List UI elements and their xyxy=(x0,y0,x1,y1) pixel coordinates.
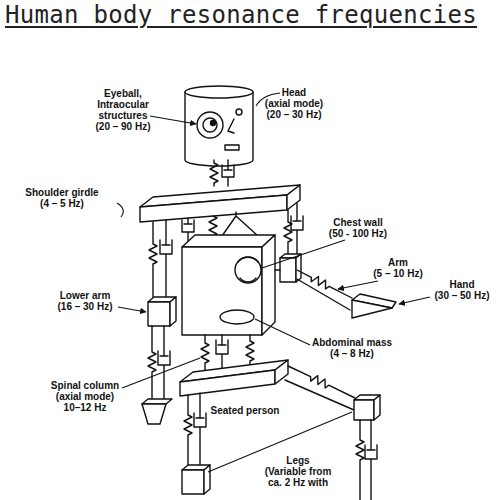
shoulder-side xyxy=(287,185,300,210)
abdominal-mass xyxy=(220,310,254,324)
chest-front xyxy=(182,247,262,335)
part-label: Abdominal mass xyxy=(282,337,422,348)
pelvis-front xyxy=(180,370,275,396)
frequency-label: 10–12 Hz xyxy=(15,402,155,413)
lumbar-spring xyxy=(201,335,209,372)
part-label: Chest wall xyxy=(288,217,428,228)
frequency-label: (Variable from ca. 2 Hz with xyxy=(261,466,336,488)
frequency-label: (30 – 50 Hz) xyxy=(392,290,500,301)
shoulder-bracket xyxy=(117,203,123,217)
part-label: Shoulder girdle xyxy=(0,187,132,198)
eyeball-leader xyxy=(150,116,196,124)
left-hand-front xyxy=(142,404,166,424)
abdomen-spring xyxy=(246,335,254,368)
frequency-label: (4 – 5 Hz) xyxy=(0,198,132,209)
abdominal-leader xyxy=(255,319,310,345)
frequency-label: (20 – 30 Hz) xyxy=(224,109,364,120)
part-label: Legs xyxy=(228,455,368,466)
eye-inner xyxy=(203,118,217,132)
head-top xyxy=(185,86,253,98)
shin-spring xyxy=(356,420,364,500)
part-label: Hand xyxy=(392,279,500,290)
frequency-label: (5 – 10 Hz) xyxy=(328,268,468,279)
chest-wall-leader xyxy=(262,240,345,268)
neck-spring xyxy=(210,160,218,186)
mode-label: (axial mode) xyxy=(15,391,155,402)
legs-leader xyxy=(208,412,352,472)
leader-lines xyxy=(117,93,430,472)
forearm-diagonal-link xyxy=(297,279,350,310)
foot-side xyxy=(204,465,210,494)
part-label: Arm xyxy=(328,257,468,268)
part-label: Eyeball, Intraocular structures xyxy=(88,88,158,121)
thigh-spring xyxy=(288,366,355,398)
chest-wall-detail xyxy=(238,257,258,282)
lumbar-damper xyxy=(216,335,228,369)
knee-side xyxy=(374,395,380,420)
frequency-label: (16 – 30 Hz) xyxy=(15,301,155,312)
lower-arm-side xyxy=(170,297,176,326)
spinal-leader xyxy=(122,358,200,388)
forearm-damper xyxy=(158,326,170,399)
arm-leader xyxy=(338,281,378,289)
leg-spring xyxy=(184,395,192,465)
leg-damper xyxy=(194,393,206,467)
part-label: Head xyxy=(224,87,364,98)
frequency-label: (50 - 100 Hz) xyxy=(288,228,428,239)
eye-pupil xyxy=(211,121,216,126)
chest-wall-disc xyxy=(235,257,261,283)
part-label: Spinal column xyxy=(15,380,155,391)
face-eye xyxy=(236,109,242,115)
upper-arm-damper xyxy=(160,220,172,299)
frequency-label: (4 – 8 Hz) xyxy=(282,348,422,359)
shin-damper xyxy=(365,420,377,500)
chest-top xyxy=(182,235,275,247)
lower-arm-leader xyxy=(118,307,146,312)
mode-label: (axial mode) xyxy=(224,98,364,109)
thigh-link xyxy=(285,380,354,410)
lower-arm-front xyxy=(148,302,170,326)
diagram-title: Human body resonance frequencies xyxy=(5,1,477,29)
chest-arm-link xyxy=(275,269,280,270)
part-label: Lower arm xyxy=(15,290,155,301)
eyeball xyxy=(197,112,223,138)
chest-side xyxy=(262,235,275,335)
head-cylinder xyxy=(185,92,253,166)
right-arm-box-side xyxy=(296,254,301,282)
upper-arm-spring xyxy=(149,222,157,297)
foot-front xyxy=(182,470,204,494)
shoulder-front xyxy=(140,195,287,222)
right-arm-damper xyxy=(291,203,303,254)
hand-leader xyxy=(399,297,430,304)
forearm-spring xyxy=(148,326,156,399)
posture-label: Seated person xyxy=(175,405,315,416)
neck-damper xyxy=(222,160,234,186)
knee-front xyxy=(354,400,374,420)
right-hand-front xyxy=(352,300,392,318)
chest-hanger xyxy=(222,212,258,236)
frequency-label: (20 – 90 Hz) xyxy=(53,121,193,132)
face-nose xyxy=(228,119,234,133)
left-hand-top xyxy=(142,399,172,404)
body-model xyxy=(140,86,396,500)
face-mouth xyxy=(225,145,239,150)
